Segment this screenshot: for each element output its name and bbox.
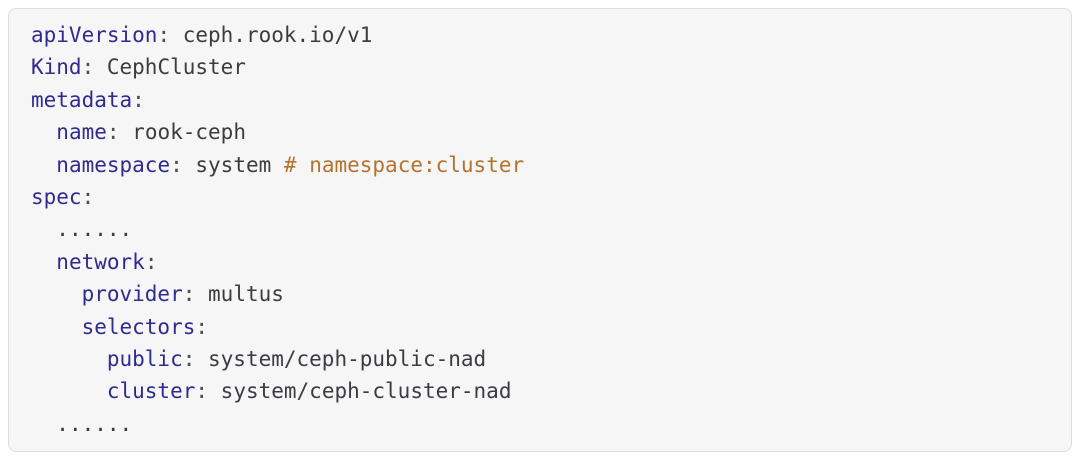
token-key: name xyxy=(56,120,107,145)
indent-spaces xyxy=(31,282,82,306)
token-key: metadata xyxy=(31,87,133,112)
token-punct: : xyxy=(81,185,95,210)
indent-spaces xyxy=(31,120,56,144)
token-punct: : xyxy=(106,120,133,145)
token-key: namespace xyxy=(56,152,171,177)
token-key: selectors xyxy=(81,314,196,339)
token-key: cluster xyxy=(106,379,196,404)
token-punct: : xyxy=(195,314,209,339)
token-punct: : xyxy=(157,23,183,47)
token-punct: : xyxy=(170,152,196,177)
token-key: network xyxy=(56,249,145,274)
indent-spaces xyxy=(31,315,82,339)
token-value: multus xyxy=(208,282,284,307)
token-value: ...... xyxy=(56,411,133,436)
token-key: apiVersion xyxy=(31,23,158,47)
code-line: selectors: xyxy=(31,311,1047,343)
code-line: apiVersion: ceph.rook.io/v1 xyxy=(31,19,1047,51)
code-line: Kind: CephCluster xyxy=(31,51,1047,83)
token-key: provider xyxy=(81,282,183,307)
token-value: system/ceph-public-nad xyxy=(208,347,487,372)
code-line: ...... xyxy=(31,408,1047,440)
token-punct: : xyxy=(182,282,209,307)
code-line: ...... xyxy=(31,213,1047,245)
token-value: rook-ceph xyxy=(132,120,246,145)
code-line: provider: multus xyxy=(31,278,1047,310)
code-line: spec: xyxy=(31,181,1047,213)
token-value: ...... xyxy=(56,217,133,242)
token-key: Kind xyxy=(31,55,82,80)
indent-spaces xyxy=(31,250,56,274)
token-value: ceph.rook.io/v1 xyxy=(182,23,373,47)
token-key: spec xyxy=(31,185,82,210)
indent-spaces xyxy=(31,379,107,403)
indent-spaces xyxy=(31,217,56,241)
indent-spaces xyxy=(31,347,107,371)
code-line: network: xyxy=(31,246,1047,278)
token-value: system/ceph-cluster-nad xyxy=(220,379,512,404)
code-line: cluster: system/ceph-cluster-nad xyxy=(31,375,1047,407)
token-comment: # namespace:cluster xyxy=(283,152,525,177)
token-value: CephCluster xyxy=(106,55,246,80)
token-key: public xyxy=(106,347,183,372)
token-value: system xyxy=(195,152,284,177)
token-punct: : xyxy=(182,347,209,372)
code-line: public: system/ceph-public-nad xyxy=(31,343,1047,375)
token-punct: : xyxy=(81,55,107,80)
code-line: name: rook-ceph xyxy=(31,116,1047,148)
token-punct: : xyxy=(144,249,158,274)
indent-spaces xyxy=(31,153,56,177)
token-punct: : xyxy=(195,379,221,404)
code-line: metadata: xyxy=(31,84,1047,116)
token-punct: : xyxy=(132,87,145,112)
code-line: namespace: system # namespace:cluster xyxy=(31,149,1047,181)
indent-spaces xyxy=(31,412,56,436)
